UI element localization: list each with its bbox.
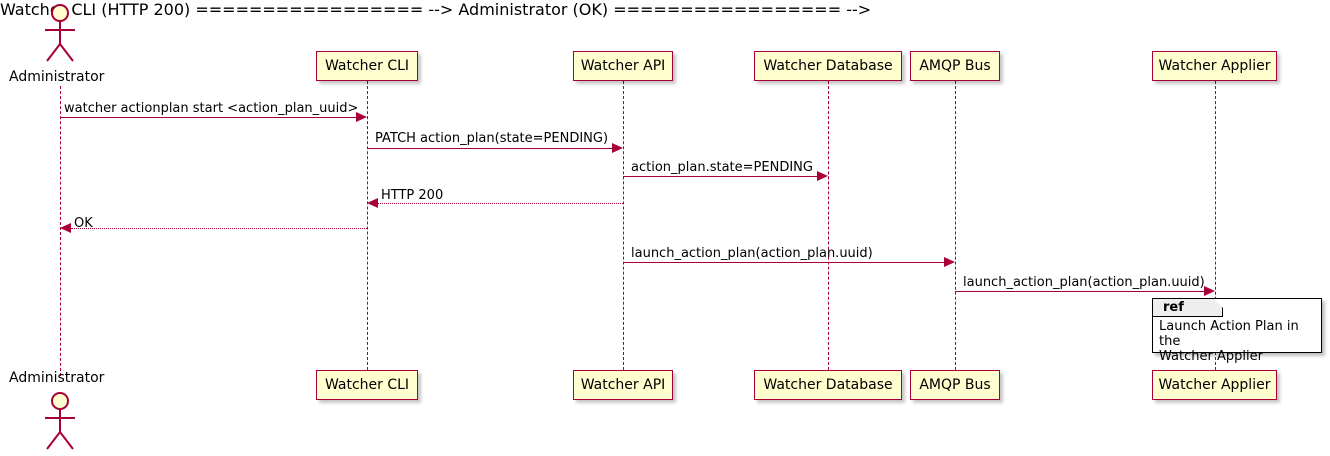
- participant-label: Watcher API: [580, 377, 666, 393]
- actor-administrator-top[interactable]: [36, 2, 84, 70]
- participant-watcher-applier-bottom[interactable]: Watcher Applier: [1152, 370, 1277, 400]
- ref-fragment-tab: ref: [1153, 299, 1223, 317]
- arrowhead-right-icon: [817, 171, 828, 181]
- message-line-launch-action-plan-amqp: [623, 262, 944, 263]
- participant-watcher-database-top[interactable]: Watcher Database: [754, 51, 902, 81]
- message-line-ok: [71, 228, 367, 229]
- lifeline-watcher-applier: [1215, 81, 1216, 370]
- ref-fragment-body-line-2: Watcher Applier: [1159, 349, 1263, 364]
- participant-label: Watcher Database: [763, 377, 893, 393]
- message-line-patch-action-plan: [367, 148, 612, 149]
- ref-fragment[interactable]: ref Launch Action Plan in the Watcher Ap…: [1152, 298, 1322, 364]
- stick-figure-icon: [45, 392, 75, 450]
- participant-label: Watcher CLI: [324, 377, 410, 393]
- message-label-ok: OK: [74, 216, 93, 231]
- ref-fragment-body: Launch Action Plan in the Watcher Applie…: [1153, 317, 1321, 364]
- participant-label: Watcher CLI: [324, 58, 410, 74]
- lifeline-watcher-api: [623, 81, 624, 370]
- arrowhead-right-icon: [356, 112, 367, 122]
- lifeline-watcher-cli: [367, 81, 368, 370]
- participant-amqp-bus-top[interactable]: AMQP Bus: [910, 51, 1000, 81]
- arrowhead-right-icon: [944, 257, 955, 267]
- arrowhead-right-icon: [612, 143, 623, 153]
- ref-fragment-tab-label: ref: [1163, 300, 1184, 315]
- participant-watcher-database-bottom[interactable]: Watcher Database: [754, 370, 902, 400]
- actor-label-administrator-bottom: Administrator: [9, 370, 105, 386]
- participant-watcher-cli-top[interactable]: Watcher CLI: [316, 51, 418, 81]
- arrowhead-left-icon: [367, 198, 378, 208]
- arrowhead-left-icon: [60, 223, 71, 233]
- message-line-watcher-actionplan-start: [60, 117, 356, 118]
- message-label-watcher-actionplan-start: watcher actionplan start <action_plan_uu…: [64, 101, 359, 116]
- ref-fragment-body-line-1: Launch Action Plan in the: [1159, 319, 1299, 349]
- message-line-launch-action-plan-applier: [955, 291, 1204, 292]
- lifeline-amqp-bus: [955, 81, 956, 370]
- participant-label: Watcher API: [580, 58, 666, 74]
- message-label-launch-action-plan-applier: launch_action_plan(action_plan.uuid): [963, 275, 1205, 290]
- message-label-launch-action-plan-amqp: launch_action_plan(action_plan.uuid): [631, 246, 873, 261]
- message-label-patch-action-plan: PATCH action_plan(state=PENDING): [375, 131, 609, 146]
- message-label-action-plan-state-pending: action_plan.state=PENDING: [631, 160, 813, 175]
- lifeline-watcher-database: [828, 81, 829, 370]
- participant-label: Watcher Applier: [1158, 58, 1271, 74]
- participant-watcher-applier-top[interactable]: Watcher Applier: [1152, 51, 1277, 81]
- participant-amqp-bus-bottom[interactable]: AMQP Bus: [910, 370, 1000, 400]
- participant-watcher-api-bottom[interactable]: Watcher API: [573, 370, 673, 400]
- message-line-action-plan-state-pending: [623, 176, 817, 177]
- participant-label: AMQP Bus: [919, 377, 991, 393]
- actor-label-administrator-top: Administrator: [9, 69, 105, 85]
- message-line-http-200: [378, 203, 623, 204]
- participant-label: Watcher Database: [763, 58, 893, 74]
- stick-figure-icon: [45, 4, 75, 62]
- participant-label: AMQP Bus: [919, 58, 991, 74]
- arrowhead-right-icon: [1204, 286, 1215, 296]
- participant-watcher-cli-bottom[interactable]: Watcher CLI: [316, 370, 418, 400]
- actor-administrator-bottom[interactable]: [36, 390, 84, 456]
- participant-label: Watcher Applier: [1158, 377, 1271, 393]
- message-label-http-200: HTTP 200: [381, 188, 444, 203]
- participant-watcher-api-top[interactable]: Watcher API: [573, 51, 673, 81]
